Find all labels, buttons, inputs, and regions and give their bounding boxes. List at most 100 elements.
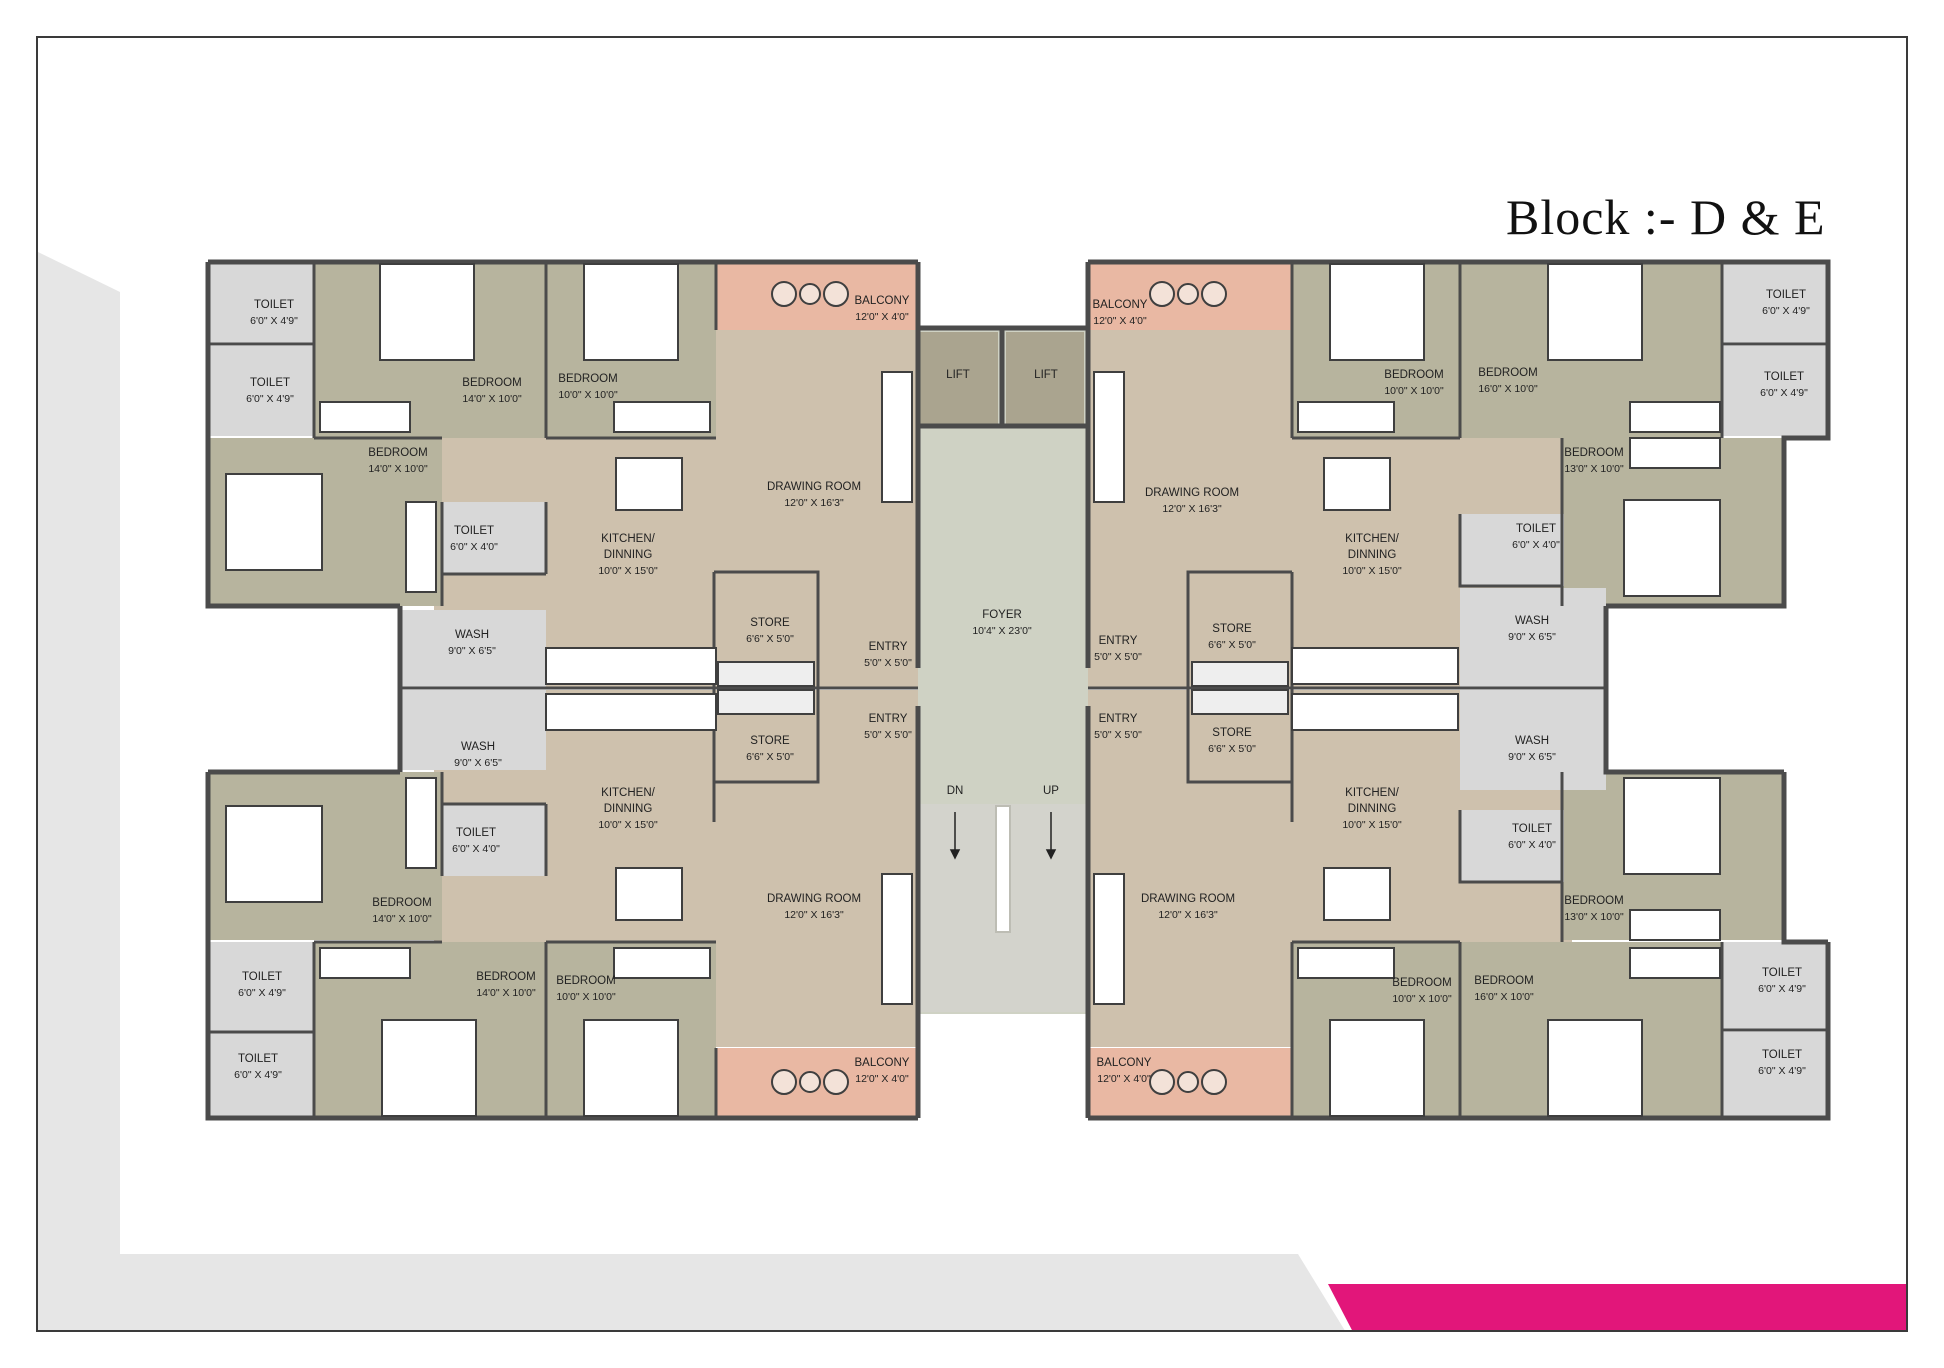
bl-entry-dim: 5'0" X 5'0"	[864, 729, 912, 741]
floor-plan: TOILET 6'0" X 4'9" TOILET 6'0" X 4'9" BE…	[38, 252, 1906, 1330]
br-toilet-a-label: TOILET	[1762, 967, 1802, 979]
planter-icon	[771, 1069, 797, 1095]
tl-drawing-dim: 12'0" X 16'3"	[784, 497, 844, 509]
tr-toilet-a-label: TOILET	[1766, 289, 1806, 301]
bl-toilet-a-floor	[210, 942, 314, 1032]
tl-entry-label: ENTRY	[869, 641, 908, 653]
sofa-icon	[1093, 371, 1125, 503]
bl-toilet-c-dim: 6'0" X 4'0"	[452, 843, 500, 855]
tl-wash-dim: 9'0" X 6'5"	[448, 645, 496, 657]
tr-bedroom-side-dim: 13'0" X 10'0"	[1564, 463, 1624, 475]
tl-toilet-c-dim: 6'0" X 4'0"	[450, 541, 498, 553]
foyer-label: FOYER	[982, 609, 1022, 621]
br-kitchen-label-1: KITCHEN/	[1345, 787, 1399, 799]
stair-up-label: UP	[1043, 785, 1059, 797]
br-toilet-c-floor	[1460, 810, 1564, 882]
bl-toilet-b-floor	[210, 1032, 314, 1116]
bl-balcony-label: BALCONY	[855, 1057, 910, 1069]
br-drawing-dim: 12'0" X 16'3"	[1158, 909, 1218, 921]
tl-toilet-b-dim: 6'0" X 4'9"	[246, 393, 294, 405]
br-store-label: STORE	[1212, 727, 1252, 739]
tl-toilet-b-label: TOILET	[250, 377, 290, 389]
tr-toilet-c-floor	[1460, 514, 1564, 586]
sofa-icon	[881, 371, 913, 503]
bl-toilet-c-label: TOILET	[456, 827, 496, 839]
sofa-icon	[881, 873, 913, 1005]
br-entry-label: ENTRY	[1099, 713, 1138, 725]
bed-icon	[1623, 499, 1721, 597]
wardrobe-icon	[319, 947, 411, 979]
br-toilet-b-dim: 6'0" X 4'9"	[1758, 1065, 1806, 1077]
bed-icon	[379, 263, 475, 361]
tl-toilet-b-floor	[210, 346, 314, 436]
bl-entry-label: ENTRY	[869, 713, 908, 725]
br-bedroom-side-label: BEDROOM	[1564, 895, 1623, 907]
br-toilet-a-floor	[1722, 942, 1826, 1030]
tl-toilet-a-floor	[210, 264, 314, 344]
kitchen-counter-icon	[545, 693, 717, 731]
tl-entry-dim: 5'0" X 5'0"	[864, 657, 912, 669]
bed-icon	[1547, 263, 1643, 361]
bed-icon	[1329, 263, 1425, 361]
wardrobe-icon	[1629, 947, 1721, 979]
br-kitchen-label-2: DINNING	[1348, 803, 1397, 815]
bl-kitchen-dim: 10'0" X 15'0"	[598, 819, 658, 831]
tl-bedroom-small-label: BEDROOM	[558, 373, 617, 385]
tl-balcony-label: BALCONY	[855, 295, 910, 307]
planter-icon	[1149, 281, 1175, 307]
br-bedroom-small-label: BEDROOM	[1392, 977, 1451, 989]
planter-icon	[823, 1069, 849, 1095]
tl-bedroom-small-dim: 10'0" X 10'0"	[558, 389, 618, 401]
tl-bedroom-side-label: BEDROOM	[368, 447, 427, 459]
tr-toilet-b-label: TOILET	[1764, 371, 1804, 383]
br-wash-dim: 9'0" X 6'5"	[1508, 751, 1556, 763]
tr-drawing-dim: 12'0" X 16'3"	[1162, 503, 1222, 515]
tr-toilet-a-dim: 6'0" X 4'9"	[1762, 305, 1810, 317]
br-kitchen-dim: 10'0" X 15'0"	[1342, 819, 1402, 831]
tr-toilet-b-dim: 6'0" X 4'9"	[1760, 387, 1808, 399]
bed-icon	[583, 263, 679, 361]
bl-store-dim: 6'6" X 5'0"	[746, 751, 794, 763]
bl-bedroom-small-dim: 10'0" X 10'0"	[556, 991, 616, 1003]
wardrobe-icon	[319, 401, 411, 433]
kitchen-counter-icon	[545, 647, 717, 685]
wardrobe-icon	[405, 501, 437, 593]
tr-entry-label: ENTRY	[1099, 635, 1138, 647]
tr-toilet-a-floor	[1722, 264, 1826, 344]
bl-wash-dim: 9'0" X 6'5"	[454, 757, 502, 769]
tr-toilet-c-dim: 6'0" X 4'0"	[1512, 539, 1560, 551]
block-title: Block :- D & E	[1506, 189, 1826, 245]
tr-kitchen-label-2: DINNING	[1348, 549, 1397, 561]
br-entry-dim: 5'0" X 5'0"	[1094, 729, 1142, 741]
bed-icon	[1547, 1019, 1643, 1117]
bl-toilet-c-floor	[442, 804, 546, 876]
bl-wash-floor	[400, 690, 546, 770]
tr-kitchen-dim: 10'0" X 15'0"	[1342, 565, 1402, 577]
tr-wash-label: WASH	[1515, 615, 1549, 627]
dining-table-icon	[615, 867, 683, 921]
wardrobe-icon	[1629, 909, 1721, 941]
br-wash-label: WASH	[1515, 735, 1549, 747]
tr-store-label: STORE	[1212, 623, 1252, 635]
bl-balcony-dim: 12'0" X 4'0"	[855, 1073, 909, 1085]
wardrobe-icon	[405, 777, 437, 869]
furniture	[225, 263, 1721, 1117]
down-arrow-icon	[1045, 849, 1057, 860]
planter-icon	[1177, 1071, 1199, 1093]
wardrobe-icon	[1629, 401, 1721, 433]
bl-bedroom-side-dim: 14'0" X 10'0"	[372, 913, 432, 925]
planter-icon	[823, 281, 849, 307]
planter-icon	[1201, 281, 1227, 307]
tl-kitchen-label-1: KITCHEN/	[601, 533, 655, 545]
bl-bedroom-small-label: BEDROOM	[556, 975, 615, 987]
store-shelf-icon	[717, 689, 815, 715]
tr-kitchen-label-1: KITCHEN/	[1345, 533, 1399, 545]
kitchen-counter-icon	[1291, 693, 1459, 731]
planter-icon	[799, 283, 821, 305]
tl-bedroom-main-dim: 14'0" X 10'0"	[462, 393, 522, 405]
br-toilet-b-floor	[1722, 1032, 1826, 1116]
wardrobe-icon	[613, 401, 711, 433]
bed-icon	[381, 1019, 477, 1117]
br-toilet-a-dim: 6'0" X 4'9"	[1758, 983, 1806, 995]
br-bedroom-small-dim: 10'0" X 10'0"	[1392, 993, 1452, 1005]
